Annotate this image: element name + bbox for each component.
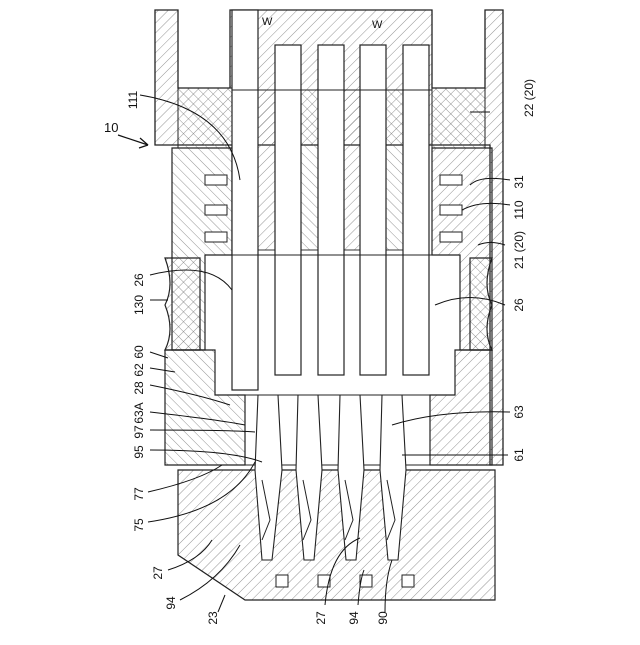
ref-63a: 63A [132, 402, 146, 423]
ref-111: 111 [126, 91, 140, 110]
wire-label-right: W [372, 19, 383, 31]
ref-63: 63 [512, 405, 526, 419]
ref-94-bottom: 94 [347, 611, 361, 625]
lower-housing-23 [178, 470, 495, 600]
ref-90: 90 [376, 611, 390, 625]
ref-130: 130 [132, 295, 146, 315]
ref-77: 77 [132, 487, 146, 501]
ref-27-left: 27 [151, 566, 165, 580]
ref-75: 75 [132, 518, 146, 532]
ref-27-bottom: 27 [314, 611, 328, 625]
retainer-right [430, 350, 492, 465]
ref-22: 22 (20) [522, 79, 536, 117]
ref-31: 31 [512, 175, 526, 189]
assembly-arrow [118, 135, 148, 145]
ref-60: 60 [132, 345, 146, 359]
ref-94-left: 94 [164, 596, 178, 610]
ref-28: 28 [132, 381, 146, 395]
ref-110: 110 [512, 200, 526, 219]
ref-97: 97 [132, 425, 146, 439]
ref-62: 62 [132, 363, 146, 377]
assembly-ref-10: 10 [104, 120, 118, 135]
wire-label-left: W [262, 16, 273, 28]
ref-23: 23 [206, 611, 220, 625]
ref-26-right: 26 [512, 298, 526, 312]
ref-61: 61 [512, 448, 526, 462]
ref-26-left: 26 [132, 273, 146, 287]
ref-21: 21 (20) [512, 231, 526, 269]
ref-95: 95 [132, 445, 146, 459]
latch-130 [165, 258, 200, 350]
